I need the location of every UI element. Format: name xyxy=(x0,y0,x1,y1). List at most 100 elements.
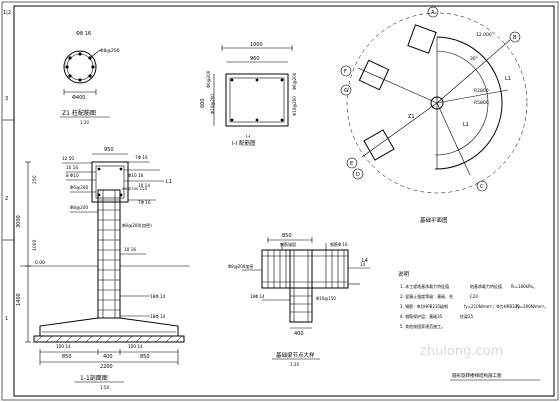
elev-label-3: 8 Φ10 xyxy=(66,173,79,178)
joint-label-c: Φ8@200加密 xyxy=(228,263,253,269)
elevation-caption: 1-1剖面图 xyxy=(80,374,108,382)
joint-scale: 1:20 xyxy=(290,362,299,367)
inner-border xyxy=(13,5,555,397)
plan-angle: 30° xyxy=(470,56,478,62)
footing-outline xyxy=(39,317,179,337)
plan-axis-d: D xyxy=(356,172,360,178)
wall-dim-height: 600 xyxy=(200,98,206,108)
elev-label-5: Φ8@200 xyxy=(70,205,88,210)
border-bar-label-2: 2 xyxy=(5,196,8,202)
note-5: 5. 其他按国家规范施工。 xyxy=(400,323,445,329)
joint-label-g: L4 xyxy=(362,258,368,264)
joint-label-f: 14 xyxy=(360,262,366,267)
wall-section-caption: Ⅰ-Ⅰ 配筋图 xyxy=(232,139,256,147)
elev-label-6: Φ10 16 xyxy=(128,173,144,178)
wall-section: 1000 960 600 Φ6@200 Φ10@200 Φ6@200 Φ10@2… xyxy=(200,42,297,147)
plan-outer-circle xyxy=(346,12,528,194)
wall-dim-inner: 960 xyxy=(250,56,260,62)
column-head xyxy=(91,161,129,203)
plan-axis-f: F xyxy=(344,69,347,75)
column-stirrup-label: Φ8@200 xyxy=(100,48,120,54)
elev-label-10: 7Φ 16 xyxy=(138,200,151,205)
elev-label-11: Φ8@150 C20 xyxy=(122,186,148,191)
elev-label-2: 10 16 xyxy=(66,165,78,170)
plan-r1: R2800 xyxy=(474,88,489,94)
elevation-section: 0.00 3000 1400 1000 250 950 850 400 850 … xyxy=(16,147,190,390)
note-2b: C20 xyxy=(470,294,478,299)
joint-label-d: 18Φ 14 xyxy=(250,294,265,299)
elev-label-9: L1 xyxy=(166,179,172,185)
wall-section-outline xyxy=(225,73,289,127)
column-bar-label: Φ8 16 xyxy=(76,31,91,37)
elev-dim-2200: 2200 xyxy=(100,364,113,370)
plan-r2: R5800 xyxy=(474,100,489,106)
elev-dim-950: 950 xyxy=(104,147,114,153)
note-4: 4. 钢筋保护层：基础35 xyxy=(400,313,443,319)
elev-dim-3000: 3000 xyxy=(16,215,22,228)
wall-rebar-3: Φ6@200 xyxy=(292,72,297,90)
elev-label-15: 18Φ 14 xyxy=(150,314,166,319)
column-section-scale: 1:20 xyxy=(80,120,89,125)
column-shaft xyxy=(97,189,121,319)
note-3b: fy=210N/mm²，Φ为HRB335 xyxy=(464,303,520,309)
wall-label: I-I xyxy=(246,134,250,140)
column-section-caption: Z1 柱配筋图 xyxy=(62,109,96,117)
elevation-scale: 1:50 xyxy=(100,385,109,390)
column-outline xyxy=(63,50,97,84)
border-bar-label-3: 3 xyxy=(5,96,8,102)
border-corner-label: 1|2 xyxy=(3,10,11,16)
elev-label-4: Φ6@200 xyxy=(70,185,88,190)
drawing-title: 圆形旋转楼梯结构施工图 xyxy=(452,372,502,379)
column-diameter: Φ400 xyxy=(72,95,85,101)
elev-dim-1000: 1000 xyxy=(32,239,38,251)
wall-rebar-1: Φ6@200 xyxy=(206,70,211,88)
elev-level: 0.00 xyxy=(35,260,45,266)
note-3c: fy=300N/mm²。 xyxy=(516,304,548,309)
plan-caption: 基础平面图 xyxy=(420,216,448,224)
wall-rebar-2: Φ10@200 xyxy=(210,94,215,114)
elev-label-16: 100 14 xyxy=(56,344,71,349)
note-1b: 地基承载力特征值 xyxy=(470,283,502,289)
elev-label-13: 10 16 xyxy=(124,247,136,252)
note-2: 2. 混凝土强度等级：基础、柱 xyxy=(400,293,453,299)
watermark: zhulong.com xyxy=(420,344,503,359)
notes-title: 说明 xyxy=(398,270,410,278)
elev-dim-850b: 850 xyxy=(140,354,150,360)
elev-label-1: 12 50 xyxy=(62,156,74,161)
note-3: 3. 钢筋：Φ为HPB235级钢 xyxy=(400,303,448,309)
note-4b: 柱梁25 xyxy=(460,313,474,319)
plan-axis-e: E xyxy=(350,161,353,167)
joint-label-e: Φ10@150 xyxy=(316,296,336,301)
elev-dim-1400: 1400 xyxy=(16,293,22,306)
border-bar-label-1: 1 xyxy=(5,316,8,322)
elev-label-12: Φ8@200(加密) xyxy=(122,222,152,229)
elev-label-14: 18Φ 14 xyxy=(150,294,166,299)
plan-axis-c: C xyxy=(480,184,484,190)
plan-axis-g: G xyxy=(344,88,348,94)
joint-dim-400: 400 xyxy=(294,331,304,337)
plan-l1: L1 xyxy=(505,76,511,82)
elev-dim-850a: 850 xyxy=(62,354,72,360)
note-1c: fk=160kPa。 xyxy=(511,284,537,289)
elev-label-17: 100 14 xyxy=(128,344,143,349)
plan-z1: Z1 xyxy=(408,114,415,120)
wall-dim-total: 1000 xyxy=(250,42,263,48)
plan-view: A F G E D C B 12.000 30° R2800 R5800 L1 … xyxy=(340,6,528,224)
plan-l2: L1 xyxy=(463,122,469,128)
joint-caption: 基础梁节点大样 xyxy=(276,351,315,359)
joint-label-a: 钢筋锚固 xyxy=(280,241,296,247)
plan-axis-a: A xyxy=(431,10,435,16)
joint-column xyxy=(289,249,313,323)
elev-dim-400: 400 xyxy=(103,354,113,360)
notes-block: 说明 1. 本工程地基承载力特征值 地基承载力特征值 fk=160kPa。 2.… xyxy=(398,270,548,381)
plan-dim-top: 12.000 xyxy=(476,32,492,38)
column-section: Φ8 16 Φ8@200 Φ400 Z1 柱配筋图 1:20 xyxy=(60,31,120,125)
joint-detail: 850 400 钢筋锚固 钢筋Φ 16 Φ8@200加密 18Φ 14 14 L… xyxy=(228,233,370,367)
plan-axis-b: B xyxy=(513,35,517,41)
elev-label-7: 7Φ 16 xyxy=(135,155,148,160)
elev-label-8: 10 14 xyxy=(138,183,150,188)
elev-dim-250: 250 xyxy=(32,175,38,184)
wall-rebar-4: Φ10@200 xyxy=(292,96,297,116)
